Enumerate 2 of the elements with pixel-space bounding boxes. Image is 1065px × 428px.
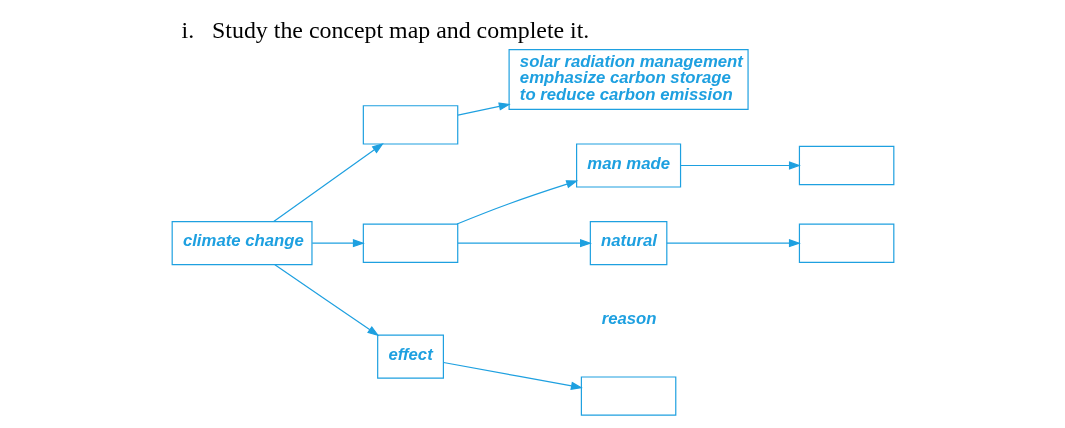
label: reason	[601, 308, 657, 328]
diagram-title: i. Study the concept map and complete it.	[181, 16, 589, 43]
